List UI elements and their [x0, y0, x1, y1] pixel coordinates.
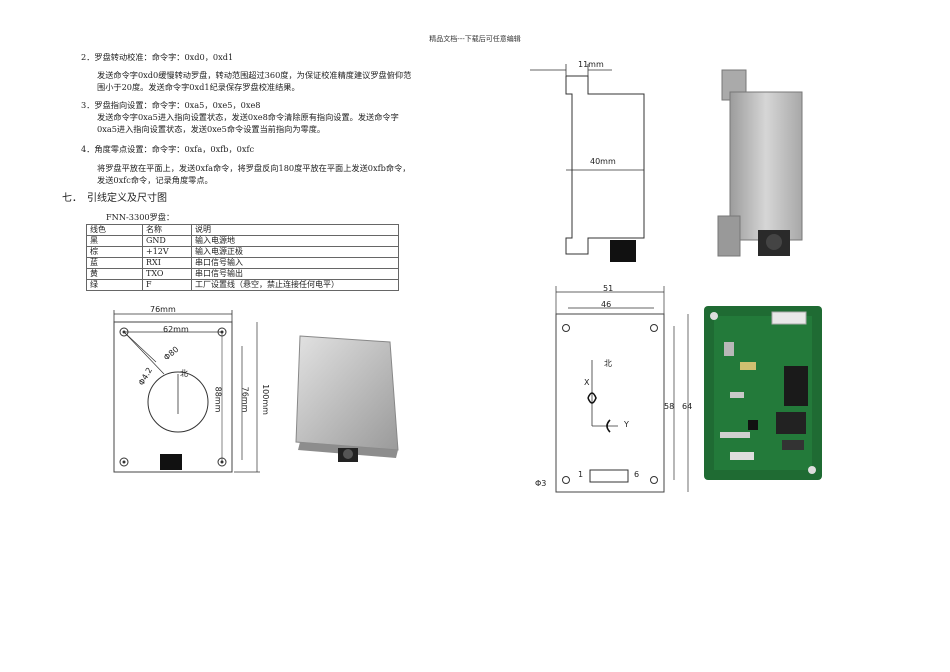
- item-2-line2: 围小于20度。发送命令字0xd1纪录保存罗盘校准结果。: [97, 82, 300, 92]
- dim-inner-height: 88mm: [213, 386, 223, 413]
- table-cell: 黄: [86, 268, 143, 280]
- table-cell: 绿: [86, 279, 143, 291]
- dim-mid-height: 76mm: [240, 386, 250, 413]
- table-cell: 串口信号输出: [191, 268, 399, 280]
- side-dimension-drawing: [530, 64, 645, 262]
- item-2-head: 2．罗盘转动校准：命令字：0xd0，0xd1: [81, 52, 234, 62]
- page-header: 精品文档---下载后可任意编辑: [429, 35, 521, 43]
- section-title: 七． 引线定义及尺寸图: [62, 193, 167, 204]
- dim-inner-width: 62mm: [163, 325, 189, 334]
- table-header-row: 线色 名称 说明: [86, 224, 399, 236]
- compass-photo: [295, 335, 399, 462]
- table-header-cell: 线色: [86, 224, 143, 236]
- table-header-cell: 说明: [191, 224, 399, 236]
- table-row: 蓝 RXI 串口信号输入: [86, 257, 399, 269]
- table-row: 棕 +12V 输入电源正极: [86, 246, 399, 258]
- table-cell: +12V: [142, 246, 192, 258]
- table-header-cell: 名称: [142, 224, 192, 236]
- table-cell: RXI: [142, 257, 192, 269]
- dim-board-height-inner: 58: [664, 402, 675, 411]
- dim-outer-height: 100mm: [260, 384, 270, 415]
- dim-side-top: 11mm: [578, 60, 604, 69]
- table-cell: 棕: [86, 246, 143, 258]
- pcb-photo: [704, 306, 822, 480]
- dim-board-width-inner: 46: [601, 300, 612, 309]
- table-cell: 串口信号输入: [191, 257, 399, 269]
- table-caption: FNN-3300罗盘：: [106, 212, 175, 222]
- item-4-head: 4．角度零点设置：命令字：0xfa，0xfb，0xfc: [81, 144, 255, 154]
- item-2-line1: 发送命令字0xd0缓慢转动罗盘，转动范围超过360度，为保证校准精度建议罗盘俯仰…: [97, 70, 412, 80]
- hole-diameter-label: Φ3: [535, 479, 547, 488]
- table-cell: GND: [142, 235, 192, 247]
- item-4-line2: 发送0xfc命令，记录角度零点。: [97, 175, 213, 185]
- compass-dimension-drawing: [113, 310, 260, 473]
- lead-table: 线色 名称 说明 黑 GND 输入电源地 棕 +12V 输入电源正极 蓝 RXI…: [86, 224, 399, 291]
- item-3-head: 3．罗盘指向设置：命令字：0xa5，0xe5，0xe8: [81, 100, 261, 110]
- table-row: 黄 TXO 串口信号输出: [86, 268, 399, 280]
- table-cell: TXO: [142, 268, 192, 280]
- table-cell: 工厂设置线（悬空，禁止连接任何电平）: [191, 279, 399, 291]
- dim-outer-width: 76mm: [150, 305, 176, 314]
- table-cell: 输入电源地: [191, 235, 399, 247]
- pin-6-label: 6: [634, 470, 640, 479]
- axis-y-label: Y: [624, 420, 629, 429]
- axis-x-label: X: [584, 378, 590, 387]
- table-row: 黑 GND 输入电源地: [86, 235, 399, 247]
- north-label: 北: [180, 369, 188, 378]
- dim-side-mid: 40mm: [590, 157, 616, 166]
- table-row: 绿 F 工厂设置线（悬空，禁止连接任何电平）: [86, 279, 399, 291]
- dim-board-width-outer: 51: [603, 284, 614, 293]
- item-3-line2: 0xa5进入指向设置状态，发送0xe5命令设置当前指向为零度。: [97, 124, 326, 134]
- table-cell: 蓝: [86, 257, 143, 269]
- table-cell: F: [142, 279, 192, 291]
- pin-1-label: 1: [578, 470, 584, 479]
- dim-board-height-outer: 64: [682, 402, 693, 411]
- side-photo: [717, 69, 803, 257]
- table-cell: 输入电源正极: [191, 246, 399, 258]
- board-dimension-drawing: [555, 286, 689, 493]
- table-cell: 黑: [86, 235, 143, 247]
- item-3-line1: 发送命令字0xa5进入指向设置状态，发送0xe8命令清除原有指向设置。发送命令字: [97, 112, 399, 122]
- item-4-line1: 将罗盘平放在平面上，发送0xfa命令，将罗盘反向180度平放在平面上发送0xfb…: [97, 163, 411, 173]
- board-north-label: 北: [604, 359, 612, 368]
